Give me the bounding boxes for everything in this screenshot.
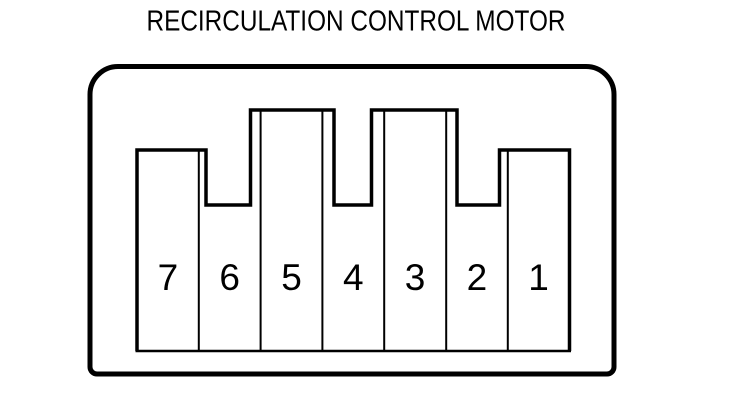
pin-label-1: 1 [528, 257, 549, 298]
diagram-title: RECIRCULATION CONTROL MOTOR [147, 6, 566, 38]
pin-label-7: 7 [158, 257, 179, 298]
pin-label-5: 5 [281, 257, 302, 298]
connector-housing-outline [87, 64, 617, 377]
pin-label-3: 3 [405, 257, 426, 298]
pin-label-2: 2 [467, 257, 488, 298]
pin-row-outline [135, 108, 572, 351]
pin-label-6: 6 [219, 257, 240, 298]
pin-label-4: 4 [343, 257, 364, 298]
